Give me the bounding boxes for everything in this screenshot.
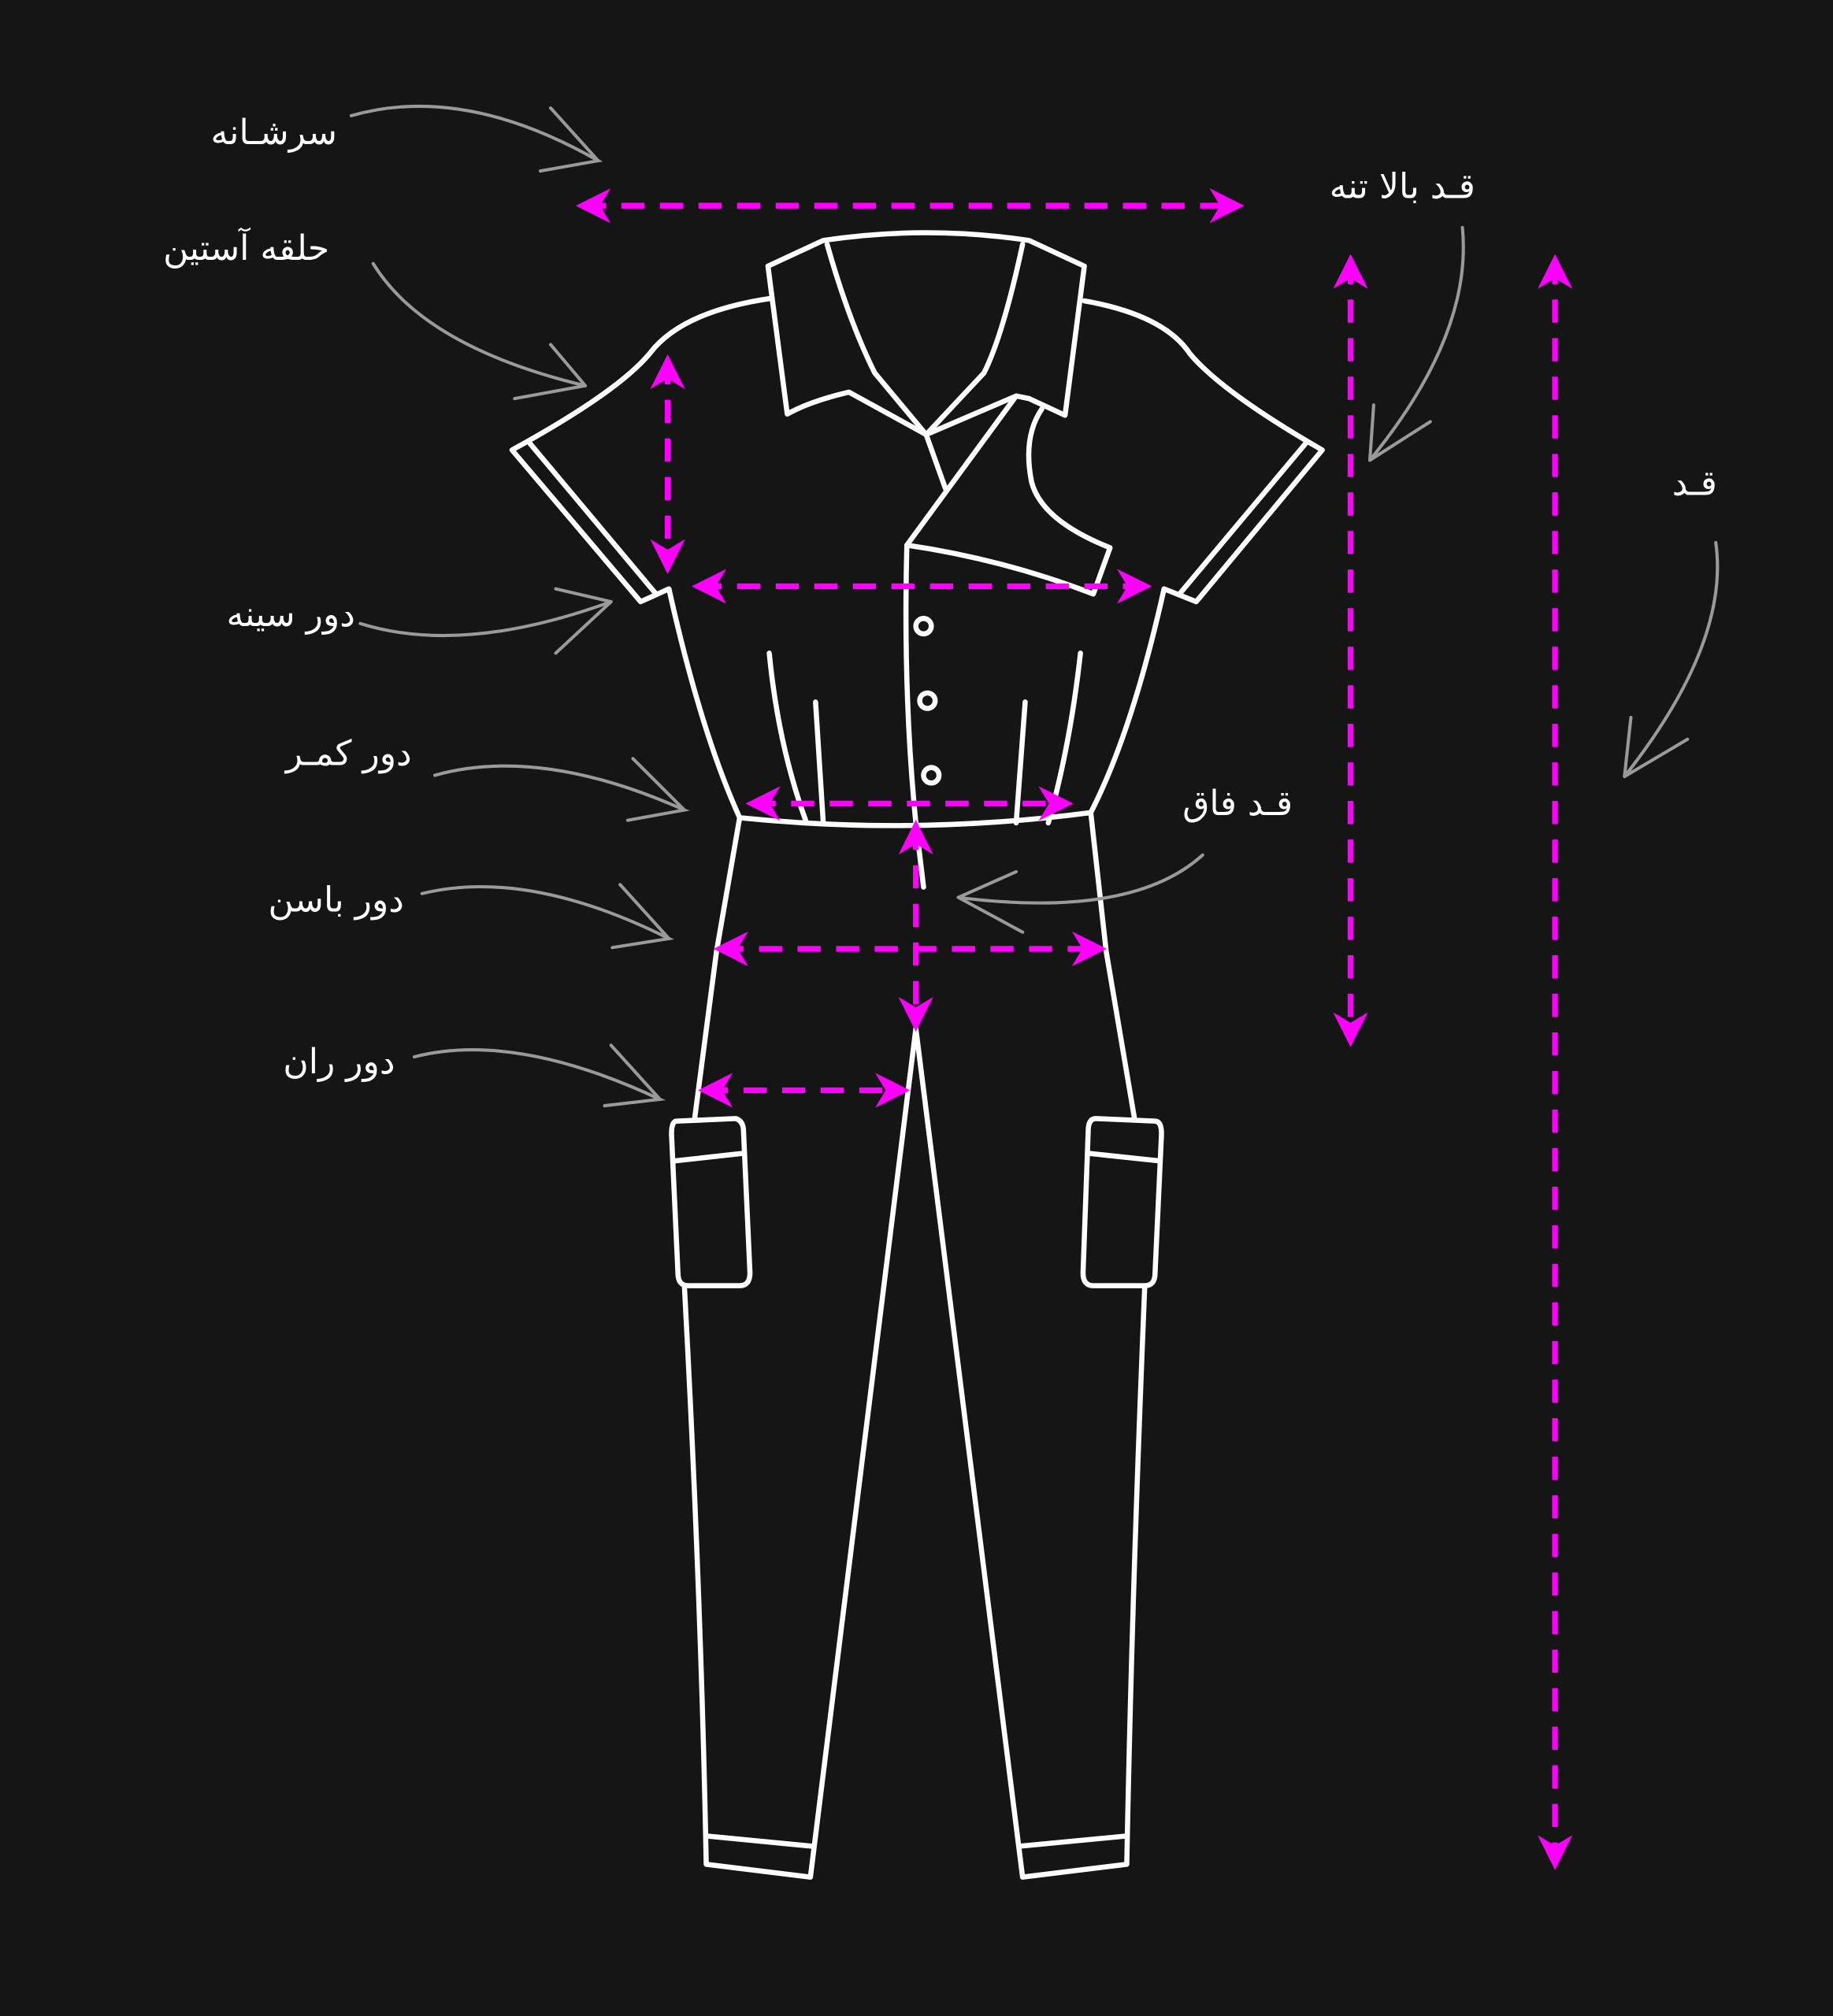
right-sleeve-cuff — [1177, 441, 1308, 597]
left-sleeve-and-side — [509, 295, 775, 1121]
chest-pointer-icon — [358, 587, 613, 655]
left-leg-cuff — [703, 1833, 816, 1849]
hip-pointer-icon — [420, 883, 674, 950]
label-shoulder: سرشـانه — [211, 113, 337, 153]
lapel-right — [923, 241, 1026, 491]
right-sleeve-and-side — [1082, 298, 1325, 1121]
shoulder-pointer-icon — [349, 104, 603, 173]
button — [913, 616, 934, 637]
label-upper-body-length: قـد بالا تنه — [1330, 166, 1475, 206]
collar — [765, 230, 1087, 438]
upper-body-pointer-icon — [1367, 225, 1465, 462]
labels: سرشـانه حلقه آستین دور سینه دور کمـر دور… — [163, 113, 1717, 1082]
measurement-arrows — [576, 188, 1573, 1870]
label-waist: دور کمـر — [284, 733, 412, 773]
total-length-pointer-icon — [1623, 540, 1720, 779]
label-hip: دور باسن — [268, 880, 403, 921]
thigh-pointer-icon — [412, 1043, 666, 1108]
label-thigh: دور ران — [283, 1042, 395, 1082]
lapel-left — [824, 241, 929, 438]
label-chest: دور سینه — [226, 595, 354, 635]
label-crotch-length: قـد فاق — [1182, 784, 1293, 824]
crotch-pointer-icon — [956, 853, 1204, 934]
right-leg-cuff — [1016, 1833, 1130, 1849]
label-armhole: حلقه آستین — [163, 227, 329, 269]
button — [921, 765, 942, 786]
pointer-arrows — [349, 104, 1720, 1108]
left-sleeve-cuff — [527, 441, 659, 597]
label-total-length: قـد — [1672, 464, 1717, 504]
front-flap — [904, 393, 1113, 597]
waist-pointer-icon — [433, 757, 690, 822]
button — [917, 690, 938, 711]
left-pocket — [669, 1116, 753, 1288]
armhole-pointer-icon — [371, 261, 588, 401]
